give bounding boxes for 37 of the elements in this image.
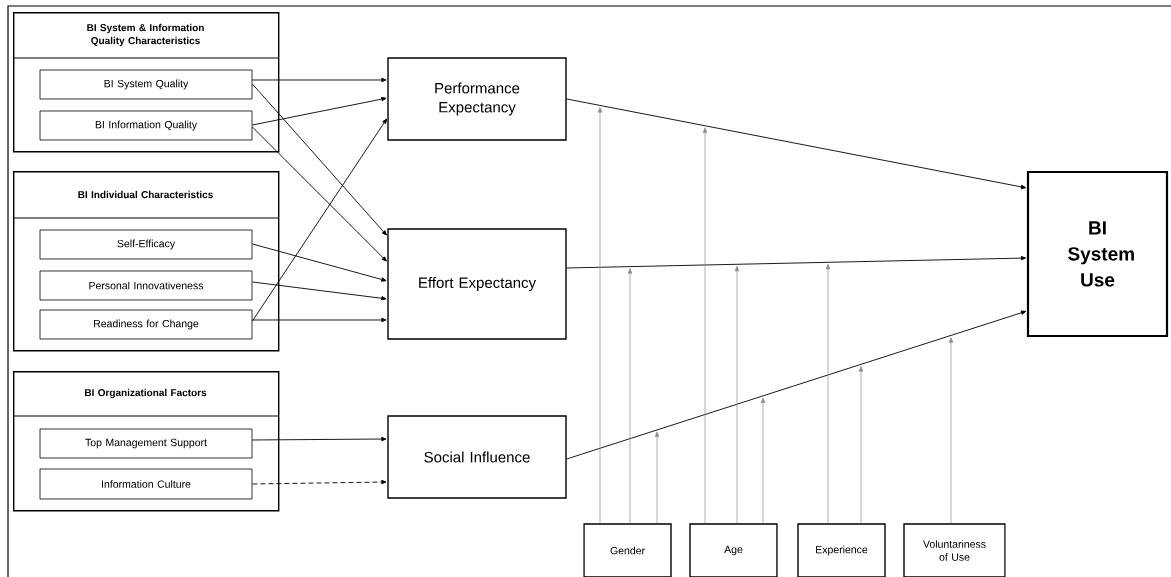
arrow [702,127,708,524]
arrow [566,255,1027,269]
arrow [251,243,387,282]
moderator-box: Voluntariness of Use [903,523,1006,577]
arrow [251,118,388,322]
arrow [251,83,387,236]
factor-box: BI Information Quality [39,110,253,141]
arrow [825,263,831,524]
factor-box: BI System Quality [39,69,253,100]
arrow [251,317,387,323]
arrow [597,107,603,524]
moderator-box: Age [689,523,778,577]
arrow [654,431,660,524]
factor-box: Readiness for Change [39,309,253,340]
arrow [858,366,864,524]
construct-box: Effort Expectancy [387,228,567,340]
moderator-box: Gender [583,523,672,577]
arrow [948,337,954,524]
construct-box: Performance Expectancy [387,57,567,141]
arrow [760,397,766,524]
arrow [566,310,1027,460]
factor-box: Top Management Support [39,428,253,459]
arrow [251,281,387,301]
outcome-box: BI System Use [1026,170,1169,338]
arrow [251,77,387,83]
arrow [566,98,1027,190]
moderator-box: Experience [797,523,886,577]
factor-box: Information Culture [39,468,253,500]
arrow [251,126,387,262]
arrow [734,265,740,524]
factor-box: Self-Efficacy [39,229,253,260]
construct-box: Social Influence [387,415,567,499]
arrow [251,479,387,485]
factor-box: Personal Innovativeness [39,270,253,301]
arrow [251,96,387,126]
arrow [251,436,387,442]
arrow [627,268,633,524]
